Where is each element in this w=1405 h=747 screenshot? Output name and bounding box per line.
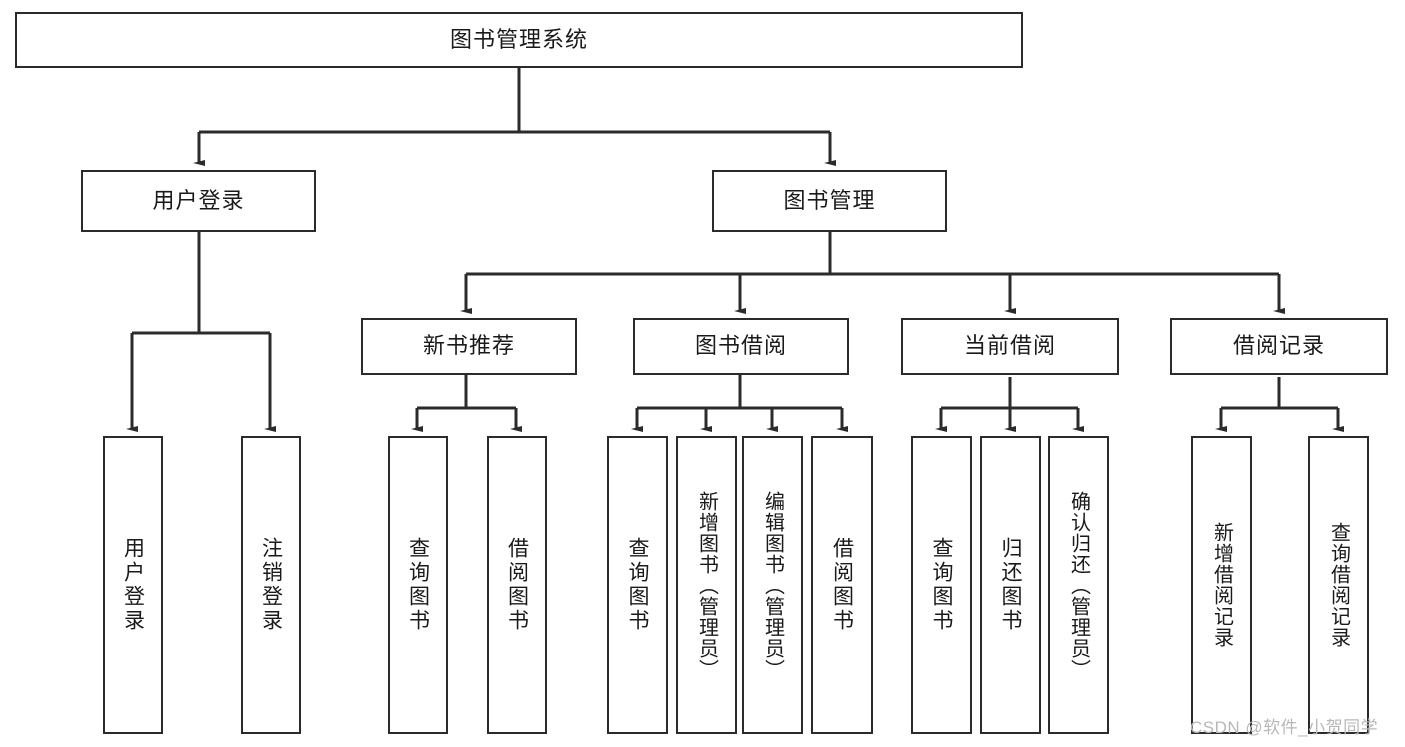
leaf-current-borrow-return-book[interactable]: 归还图书 xyxy=(980,436,1041,734)
node-label: 图书管理系统 xyxy=(449,26,588,52)
node-user-login[interactable]: 用户登录 xyxy=(81,170,316,232)
node-label: 图书管理 xyxy=(783,187,876,213)
leaf-current-borrow-query-book[interactable]: 查询图书 xyxy=(911,436,972,734)
node-label: 查询借阅记录 xyxy=(1327,522,1350,648)
node-current-borrow[interactable]: 当前借阅 xyxy=(901,318,1119,375)
node-label: 确认归还（管理员） xyxy=(1067,490,1090,680)
node-label: 用户登录 xyxy=(121,537,145,633)
leaf-book-borrow-query-book[interactable]: 查询图书 xyxy=(607,436,668,734)
leaf-new-book-borrow-book[interactable]: 借阅图书 xyxy=(487,436,547,734)
node-label: 用户登录 xyxy=(152,187,245,213)
node-borrow-record[interactable]: 借阅记录 xyxy=(1170,318,1388,375)
leaf-borrow-record-query-record[interactable]: 查询借阅记录 xyxy=(1308,436,1369,734)
node-label: 编辑图书（管理员） xyxy=(761,490,784,680)
csdn-watermark: CSDN @软件_小贺同学 xyxy=(1190,718,1379,737)
leaf-book-borrow-edit-book-admin[interactable]: 编辑图书（管理员） xyxy=(742,436,803,734)
node-label: 新书推荐 xyxy=(422,333,515,359)
leaf-current-borrow-confirm-return-admin[interactable]: 确认归还（管理员） xyxy=(1048,436,1109,734)
node-label: 查询图书 xyxy=(930,537,953,633)
leaf-book-borrow-borrow-book[interactable]: 借阅图书 xyxy=(811,436,873,734)
leaf-book-borrow-add-book-admin[interactable]: 新增图书（管理员） xyxy=(676,436,737,734)
node-label: 新增图书（管理员） xyxy=(695,490,718,680)
node-label: 归还图书 xyxy=(999,537,1022,633)
leaf-borrow-record-add-record[interactable]: 新增借阅记录 xyxy=(1191,436,1252,734)
node-book-management-system[interactable]: 图书管理系统 xyxy=(15,12,1023,68)
leaf-new-book-query-book[interactable]: 查询图书 xyxy=(388,436,448,734)
node-label: 新增借阅记录 xyxy=(1210,522,1233,648)
leaf-user-login-login[interactable]: 用户登录 xyxy=(103,436,163,734)
node-label: 查询图书 xyxy=(406,537,430,633)
node-label: 借阅图书 xyxy=(505,537,529,633)
node-label: 图书借阅 xyxy=(694,333,787,359)
node-label: 借阅记录 xyxy=(1232,333,1325,359)
node-book-borrow[interactable]: 图书借阅 xyxy=(633,318,849,375)
node-label: 查询图书 xyxy=(626,537,649,633)
node-label: 借阅图书 xyxy=(830,537,854,633)
node-new-book-recommend[interactable]: 新书推荐 xyxy=(361,318,577,375)
leaf-user-login-logout[interactable]: 注销登录 xyxy=(241,436,301,734)
node-label: 当前借阅 xyxy=(963,333,1056,359)
node-book-management[interactable]: 图书管理 xyxy=(712,170,947,232)
node-label: 注销登录 xyxy=(259,537,283,633)
